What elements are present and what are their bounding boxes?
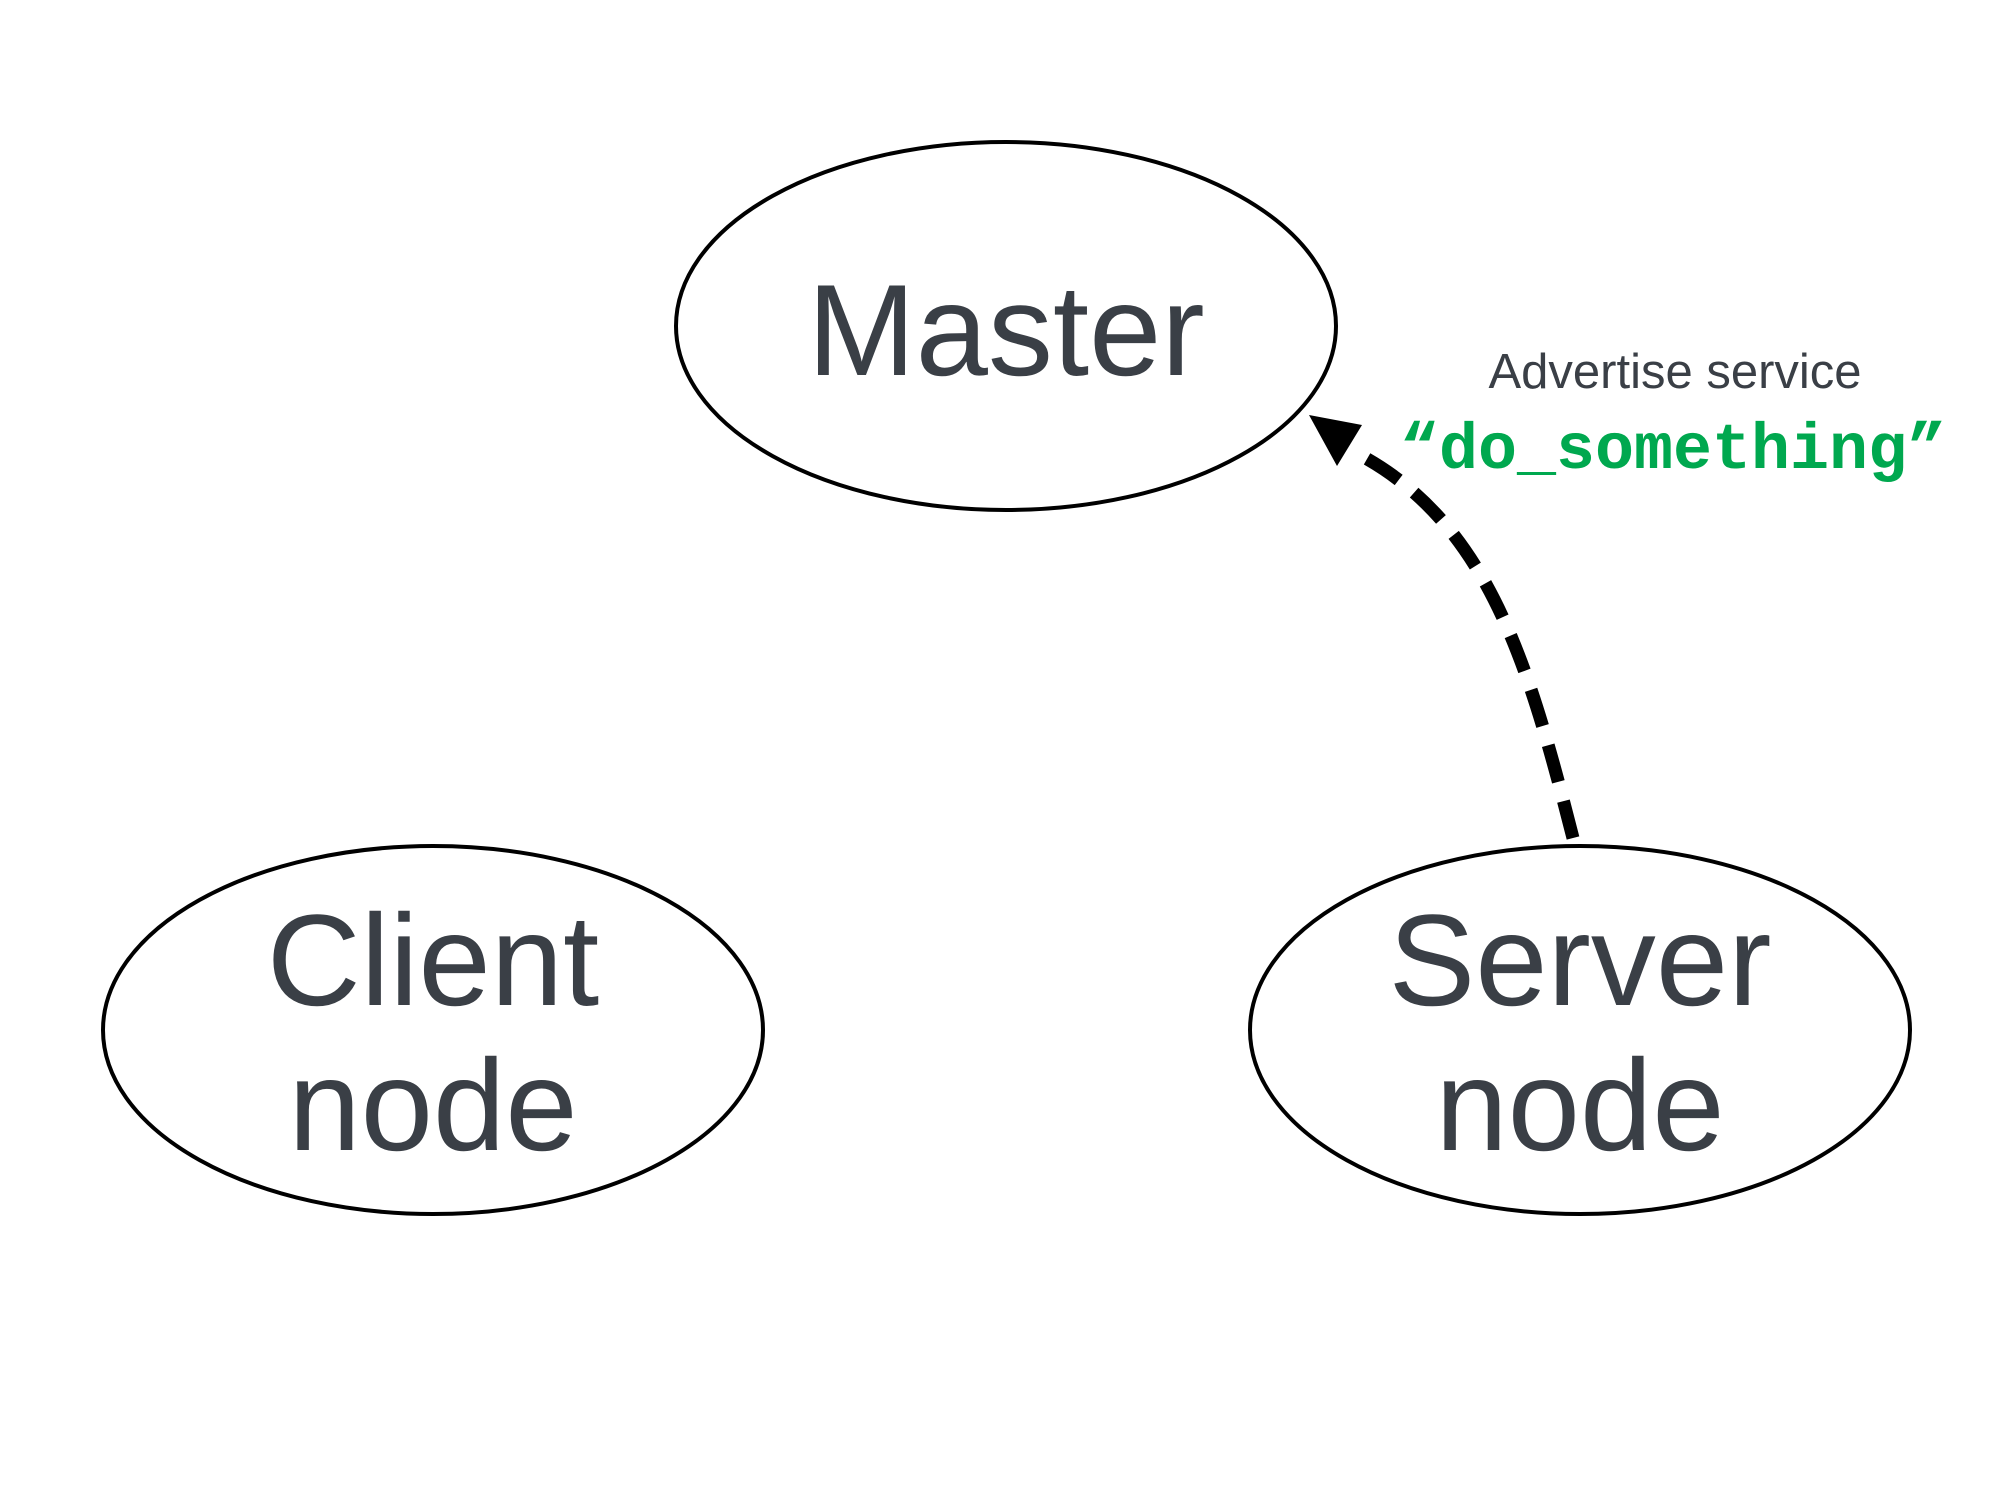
edge-server-to-master[interactable] [1309, 415, 1580, 840]
node-master[interactable]: Master [674, 140, 1338, 512]
node-client[interactable]: Client node [101, 844, 765, 1216]
edge-arrowhead-icon [1309, 415, 1362, 466]
edge-server-to-master-line [1356, 449, 1580, 840]
node-master-shape [674, 140, 1338, 512]
edge-label-line1: Advertise service [1488, 345, 1861, 399]
node-server[interactable]: Server node [1248, 844, 1912, 1216]
node-client-label-line1: Client [267, 887, 599, 1033]
node-server-label-line1: Server [1389, 887, 1772, 1033]
edge-label: Advertise service “do_something” [1400, 345, 1946, 488]
node-server-shape [1248, 844, 1912, 1216]
node-client-label-line2: node [288, 1032, 577, 1178]
node-client-shape [101, 844, 765, 1216]
node-master-label: Master [807, 257, 1204, 403]
edge-label-line2: “do_something” [1400, 414, 1946, 488]
node-server-label-line2: node [1435, 1032, 1724, 1178]
